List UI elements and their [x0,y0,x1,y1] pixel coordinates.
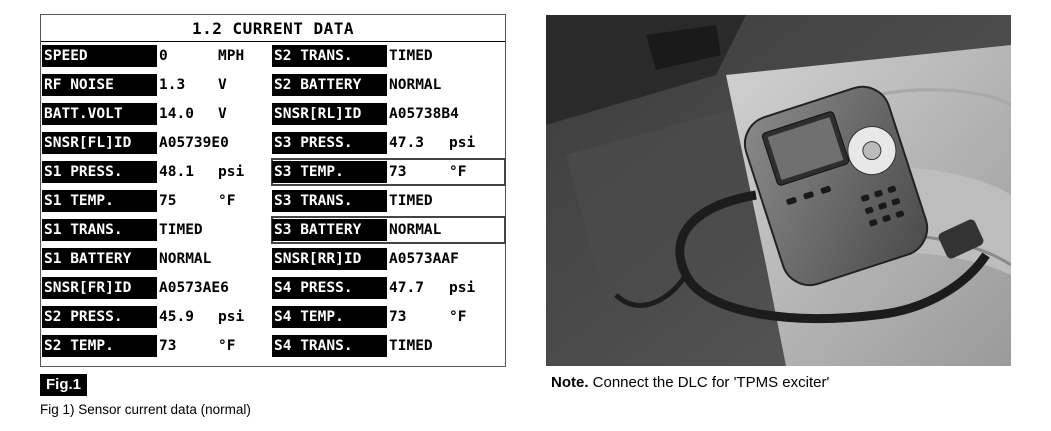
figure-caption: Fig 1) Sensor current data (normal) [40,402,251,417]
parameter-value: 47.7 [389,280,424,296]
parameter-value: 73 [389,309,407,325]
parameter-unit: MPH [218,48,245,64]
parameter-unit: °F [449,164,467,180]
parameter-value: 73 [389,164,407,180]
parameter-label: BATT.VOLT [42,103,157,125]
parameter-label: S2 PRESS. [42,306,157,328]
parameter-label: S3 TRANS. [272,190,387,212]
parameter-unit: °F [449,309,467,325]
parameter-unit: psi [449,135,476,151]
parameter-label: S3 TEMP. [272,161,387,183]
right-data-cell: S3 TEMP.73 °F [271,158,506,186]
parameter-unit: V [218,77,227,93]
parameter-unit: psi [449,280,476,296]
parameter-value: NORMAL [159,251,212,267]
parameter-label: S2 TRANS. [272,45,387,67]
parameter-unit: psi [218,309,245,325]
parameter-value: 0 [159,48,168,64]
left-data-cell: S1 TRANS.TIMED [42,217,270,243]
scan-tool-illustration [546,15,1011,366]
parameter-value: 47.3 [389,135,424,151]
parameter-label: S2 BATTERY [272,74,387,96]
right-data-cell: S2 TRANS.TIMED [272,43,505,69]
data-row: S2 PRESS.45.9 psi S4 TEMP.73 °F [41,304,505,330]
parameter-unit: °F [218,338,236,354]
parameter-label: SNSR[FL]ID [42,132,157,154]
figure-label: Fig.1 [40,374,88,396]
parameter-label: S4 TEMP. [272,306,387,328]
left-data-cell: S1 PRESS.48.1 psi [42,159,270,185]
left-data-cell: S2 PRESS.45.9 psi [42,304,270,330]
parameter-value: TIMED [389,48,433,64]
parameter-value: A0573AE6 [159,280,229,296]
note-text: Note. Connect the DLC for 'TPMS exciter' [551,374,829,391]
parameter-label: S1 TEMP. [42,190,157,212]
parameter-label: S1 TRANS. [42,219,157,241]
right-data-cell: S3 PRESS.47.3 psi [272,130,505,156]
parameter-label: S4 TRANS. [272,335,387,357]
right-data-cell: S3 TRANS.TIMED [272,188,505,214]
parameter-unit: psi [218,164,245,180]
parameter-value: 1.3 [159,77,186,93]
parameter-label: S3 BATTERY [272,219,387,241]
parameter-value: NORMAL [389,77,442,93]
data-row: S1 PRESS.48.1 psi S3 TEMP.73 °F [41,158,506,186]
parameter-label: SNSR[RR]ID [272,248,387,270]
parameter-label: SPEED [42,45,157,67]
parameter-value: NORMAL [389,222,442,238]
panel-title: 1.2 CURRENT DATA [41,15,505,42]
scan-tool-photo [546,15,1011,366]
right-data-cell: S4 PRESS.47.7 psi [272,275,505,301]
note-prefix: Note. [551,374,589,391]
data-row: S2 TEMP.73 °F S4 TRANS.TIMED [41,333,505,359]
parameter-value: 48.1 [159,164,194,180]
parameter-label: S4 PRESS. [272,277,387,299]
parameter-label: RF NOISE [42,74,157,96]
parameter-value: TIMED [159,222,203,238]
parameter-label: S1 PRESS. [42,161,157,183]
parameter-value: A05738B4 [389,106,459,122]
parameter-value: A05739E0 [159,135,229,151]
parameter-value: 14.0 [159,106,194,122]
left-data-cell: S2 TEMP.73 °F [42,333,270,359]
right-data-cell: S4 TRANS.TIMED [272,333,505,359]
parameter-value: 73 [159,338,177,354]
parameter-value: TIMED [389,193,433,209]
parameter-label: S2 TEMP. [42,335,157,357]
data-row: S1 TEMP.75 °F S3 TRANS.TIMED [41,188,505,214]
parameter-label: SNSR[RL]ID [272,103,387,125]
parameter-value: 75 [159,193,177,209]
left-data-cell: S1 TEMP.75 °F [42,188,270,214]
note-body: Connect the DLC for 'TPMS exciter' [588,374,830,391]
parameter-label: SNSR[FR]ID [42,277,157,299]
parameter-unit: V [218,106,227,122]
right-data-cell: S4 TEMP.73 °F [272,304,505,330]
parameter-unit: °F [218,193,236,209]
parameter-value: 45.9 [159,309,194,325]
parameter-label: S3 PRESS. [272,132,387,154]
parameter-label: S1 BATTERY [42,248,157,270]
parameter-value: A0573AAF [389,251,459,267]
parameter-value: TIMED [389,338,433,354]
